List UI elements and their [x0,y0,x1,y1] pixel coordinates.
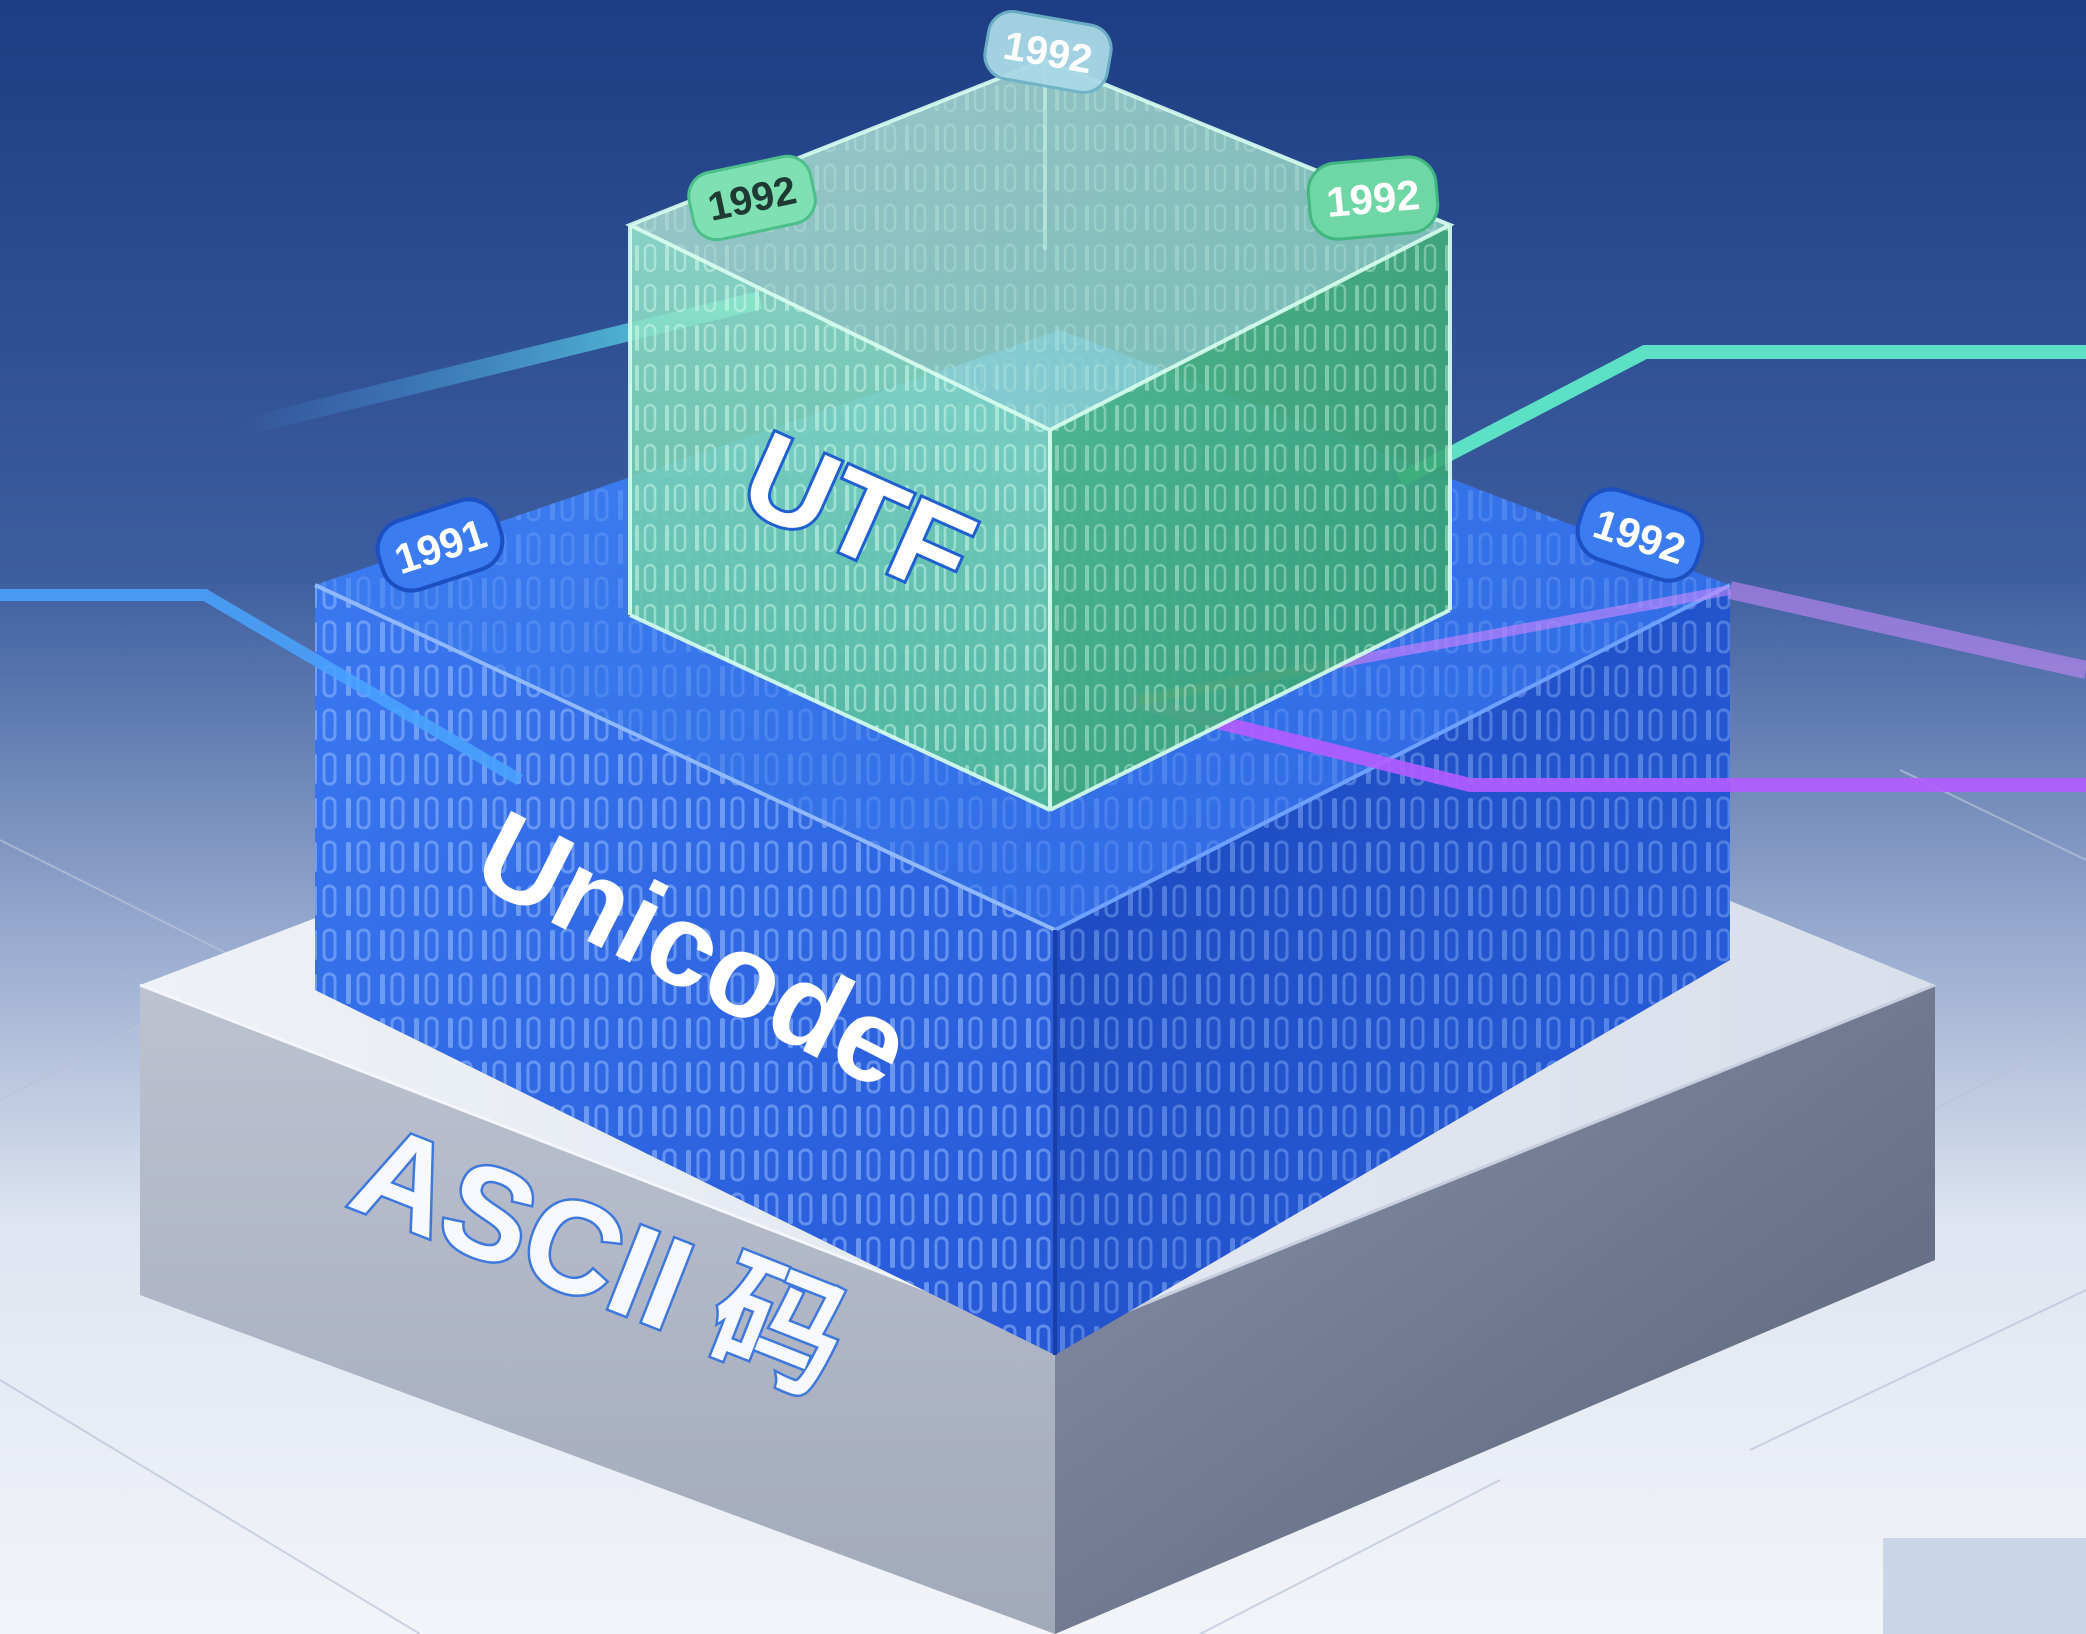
badge-utf-right: 1992 [1306,155,1440,241]
badge-utf-top: 1992 [983,10,1113,94]
badge-unicode-right: 1992 [1575,487,1705,583]
utf-layer: UTF [625,57,1455,812]
badge-unicode-left: 1991 [375,497,505,593]
floor-tile [1883,1538,2086,1634]
svg-text:1992: 1992 [1324,171,1421,226]
badge-utf-left: 1992 [687,154,817,242]
